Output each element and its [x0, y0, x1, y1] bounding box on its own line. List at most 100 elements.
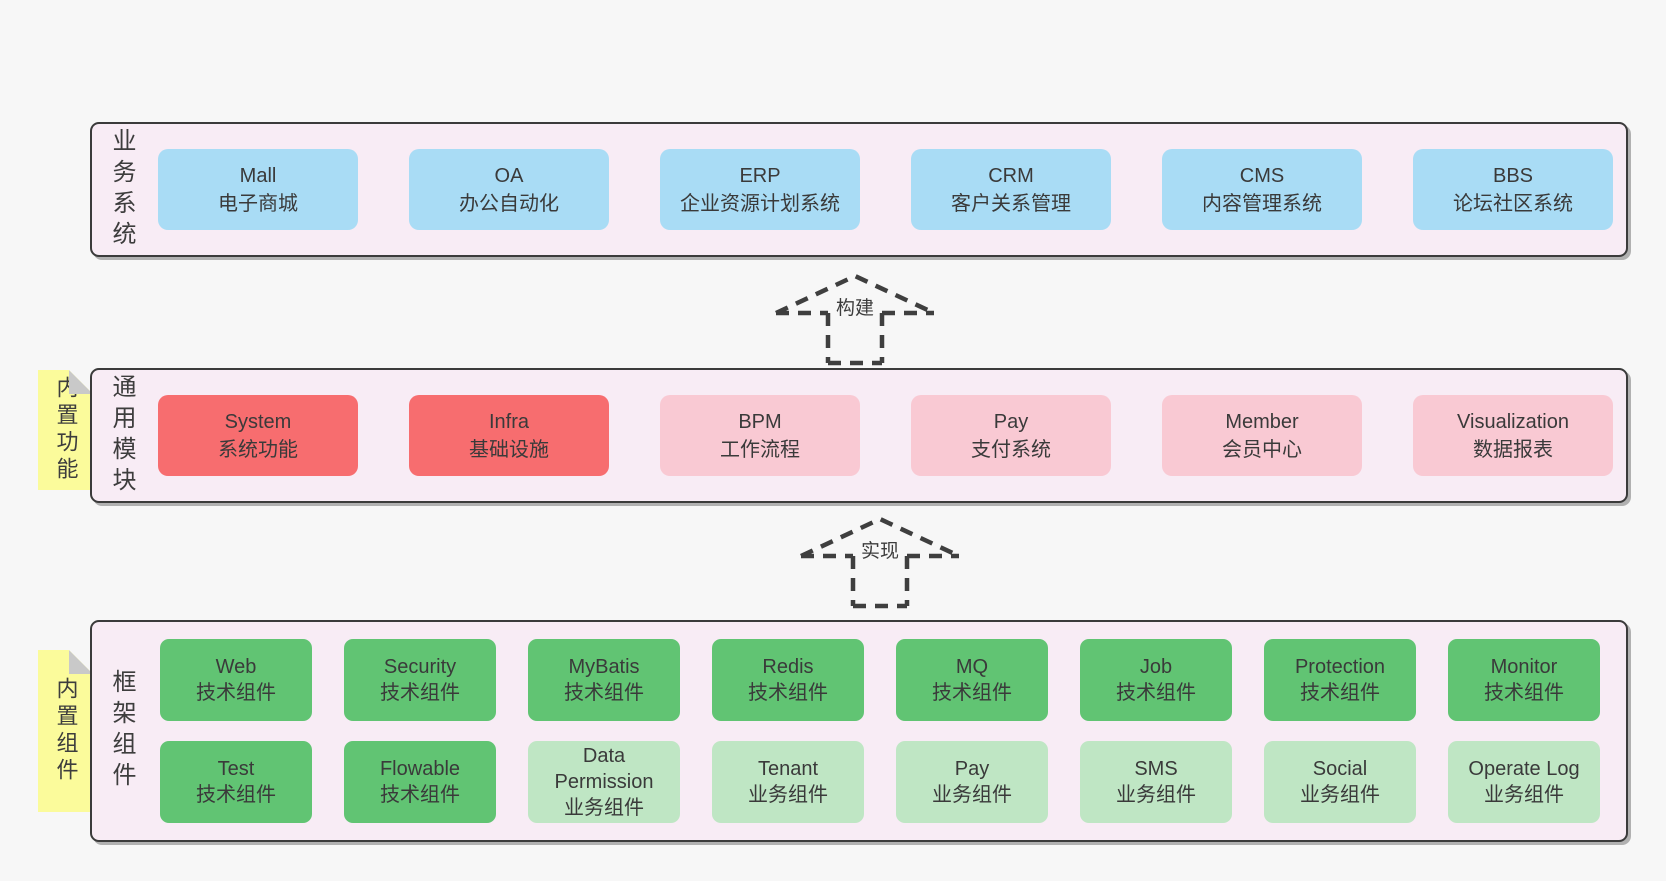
node-title: SMS — [1134, 758, 1178, 780]
node-title: CRM — [988, 164, 1034, 187]
sticky-note-label: 内置功能 — [53, 376, 79, 484]
node-job: Job 技术组件 — [1080, 639, 1232, 721]
node-title: Flowable — [379, 758, 461, 780]
node-subtitle: 技术组件 — [1300, 682, 1380, 704]
node-bbs: BBS 论坛社区系统 — [1413, 149, 1613, 230]
node-subtitle: 客户关系管理 — [951, 192, 1071, 215]
arrow-label-text: 实现 — [858, 540, 901, 563]
sticky-note-built-in-components: 内置组件 — [38, 650, 93, 812]
node-title: Security — [383, 656, 457, 678]
node-infra: Infra 基础设施 — [409, 395, 609, 476]
node-title: Protection — [1294, 656, 1386, 678]
node-title: BBS — [1492, 164, 1534, 187]
layer-label-text: 通用模块 — [108, 373, 135, 498]
node-social: Social 业务组件 — [1264, 741, 1416, 823]
node-visualization: Visualization 数据报表 — [1413, 395, 1613, 476]
sticky-note-built-in-features: 内置功能 — [38, 370, 93, 490]
node-title: Member — [1225, 410, 1299, 433]
node-title: Tenant — [757, 758, 819, 780]
node-data-permission: Data Permission 业务组件 — [528, 741, 680, 823]
node-subtitle: 技术组件 — [380, 784, 460, 806]
layer-label-text: 业务系统 — [108, 127, 135, 252]
node-mybatis: MyBatis 技术组件 — [528, 639, 680, 721]
node-crm: CRM 客户关系管理 — [911, 149, 1111, 230]
node-title: Operate Log — [1468, 758, 1580, 780]
layer-label-business-systems: 业务系统 — [92, 124, 150, 255]
node-subtitle: 业务组件 — [748, 784, 828, 806]
node-subtitle: 技术组件 — [196, 784, 276, 806]
node-security: Security 技术组件 — [344, 639, 496, 721]
node-subtitle: 业务组件 — [1300, 784, 1380, 806]
node-flowable: Flowable 技术组件 — [344, 741, 496, 823]
node-subtitle: 数据报表 — [1473, 438, 1553, 461]
node-title: Mall — [239, 164, 277, 187]
node-title: OA — [494, 164, 524, 187]
node-title: System — [224, 410, 292, 433]
node-subtitle: 企业资源计划系统 — [680, 192, 840, 215]
node-title: Monitor — [1490, 656, 1558, 678]
node-subtitle: 论坛社区系统 — [1453, 192, 1573, 215]
node-subtitle: 技术组件 — [564, 682, 644, 704]
node-subtitle: 工作流程 — [720, 438, 800, 461]
node-tenant: Tenant 业务组件 — [712, 741, 864, 823]
node-bpm: BPM 工作流程 — [660, 395, 860, 476]
node-erp: ERP 企业资源计划系统 — [660, 149, 860, 230]
node-subtitle: 业务组件 — [1116, 784, 1196, 806]
node-subtitle: 基础设施 — [469, 438, 549, 461]
node-title: Web — [215, 656, 257, 678]
node-title: Visualization — [1457, 410, 1569, 433]
node-protection: Protection 技术组件 — [1264, 639, 1416, 721]
arrow-label-text: 构建 — [833, 297, 876, 320]
node-subtitle: 内容管理系统 — [1202, 192, 1322, 215]
node-subtitle: 业务组件 — [932, 784, 1012, 806]
layer-label-common-modules: 通用模块 — [92, 370, 150, 501]
build-arrow: 构建 — [770, 272, 940, 368]
node-title: Infra — [488, 410, 530, 433]
node-title: Social — [1312, 758, 1368, 780]
layer-common-modules: 通用模块 System 系统功能 Infra 基础设施 BPM 工作流程 Pay 支付系统 Me… — [90, 368, 1628, 503]
dashed-up-arrow-icon — [800, 516, 960, 609]
node-title: BPM — [738, 410, 782, 433]
node-subtitle: 技术组件 — [748, 682, 828, 704]
arrow-label: 实现 — [795, 540, 965, 563]
node-subtitle: 支付系统 — [971, 438, 1051, 461]
node-system: System 系统功能 — [158, 395, 358, 476]
node-subtitle: 电子商城 — [218, 192, 298, 215]
node-web: Web 技术组件 — [160, 639, 312, 721]
node-operate-log: Operate Log 业务组件 — [1448, 741, 1600, 823]
sticky-note-label: 内置组件 — [53, 677, 79, 785]
node-subtitle: 系统功能 — [218, 438, 298, 461]
implement-arrow: 实现 — [795, 515, 965, 611]
node-subtitle: 技术组件 — [196, 682, 276, 704]
layer-label-text: 框架组件 — [108, 669, 135, 793]
node-mq: MQ 技术组件 — [896, 639, 1048, 721]
node-subtitle: 业务组件 — [564, 797, 644, 819]
node-subtitle: 业务组件 — [1484, 784, 1564, 806]
node-subtitle: 技术组件 — [380, 682, 460, 704]
layer-label-framework-components: 框架组件 — [92, 622, 150, 840]
node-mall: Mall 电子商城 — [158, 149, 358, 230]
node-title: Job — [1139, 656, 1173, 678]
node-title: MyBatis — [568, 656, 640, 678]
node-subtitle: 技术组件 — [932, 682, 1012, 704]
node-title: MQ — [955, 656, 989, 678]
node-title: ERP — [739, 164, 781, 187]
node-title: Data Permission — [554, 745, 654, 793]
node-title: Pay — [954, 758, 990, 780]
arrow-label: 构建 — [770, 297, 940, 320]
node-subtitle: 技术组件 — [1116, 682, 1196, 704]
node-subtitle: 技术组件 — [1484, 682, 1564, 704]
node-title: Pay — [993, 410, 1029, 433]
